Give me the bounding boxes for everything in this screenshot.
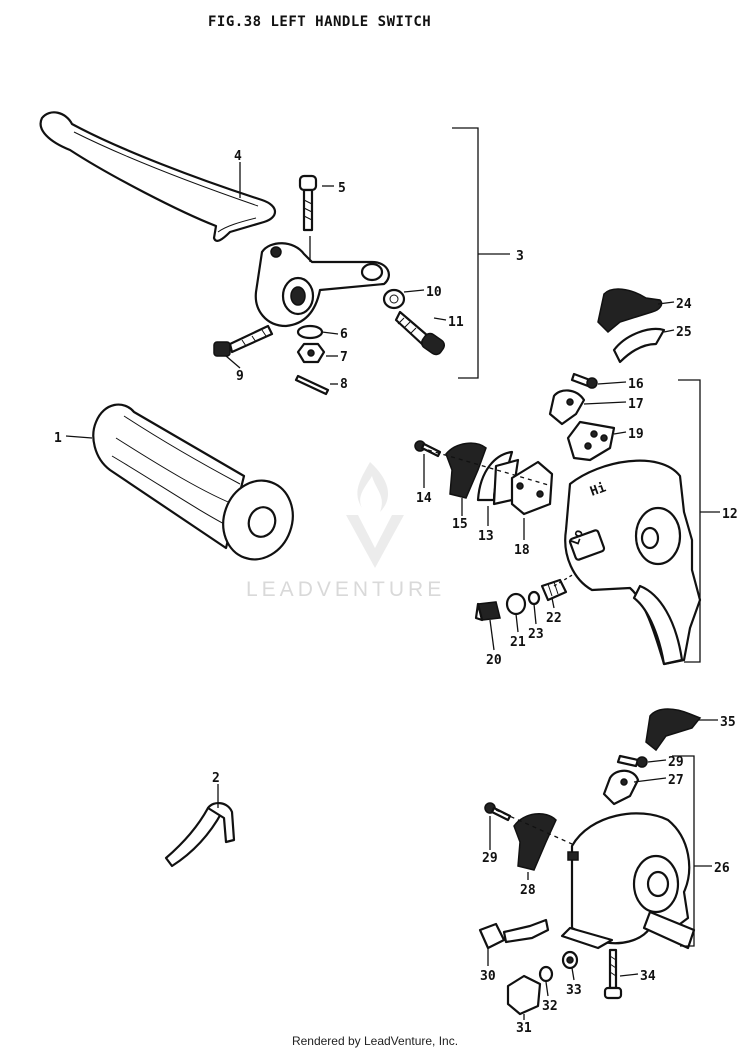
callout-34: 34 xyxy=(640,969,656,984)
part-12-switch-housing[interactable] xyxy=(564,459,702,666)
callout-5: 5 xyxy=(338,181,346,196)
callout-4: 4 xyxy=(234,149,242,164)
part-16-screw[interactable] xyxy=(570,372,598,389)
part-8-cotter-pin[interactable] xyxy=(294,374,330,396)
part-3-lever-holder[interactable] xyxy=(254,242,390,328)
assembly-axis-26 xyxy=(495,809,573,845)
callout-20: 20 xyxy=(486,653,502,668)
callout-17: 17 xyxy=(628,397,644,412)
part-20-button-cap[interactable] xyxy=(474,601,501,622)
callout-23: 23 xyxy=(528,627,544,642)
callout-9: 9 xyxy=(236,369,244,384)
callout-35: 35 xyxy=(720,715,736,730)
watermark-text: LEADVENTURE xyxy=(246,578,445,601)
part-5-bolt[interactable] xyxy=(298,174,318,232)
switch-hi-marking: Hi xyxy=(588,480,608,500)
part-26-switch-housing[interactable] xyxy=(560,812,696,950)
callout-21: 21 xyxy=(510,635,526,650)
callout-26: 26 xyxy=(714,861,730,876)
part-23-spring[interactable] xyxy=(527,590,541,606)
callout-19: 19 xyxy=(628,427,644,442)
part-24-knob[interactable] xyxy=(597,288,663,334)
callout-11: 11 xyxy=(448,315,464,330)
part-19-contact-plate[interactable] xyxy=(566,420,616,462)
part-32-button[interactable] xyxy=(538,965,554,983)
leader-lines xyxy=(65,162,718,1020)
part-7-nut[interactable] xyxy=(296,342,326,364)
callout-3: 3 xyxy=(516,249,524,264)
callout-22: 22 xyxy=(546,611,562,626)
part-18-contact-base[interactable] xyxy=(510,460,554,516)
callout-30: 30 xyxy=(480,969,496,984)
callout-28: 28 xyxy=(520,883,536,898)
part-22-spring[interactable] xyxy=(540,578,568,602)
part-29-screw-top[interactable] xyxy=(616,754,648,768)
callout-33: 33 xyxy=(566,983,582,998)
callout-10: 10 xyxy=(426,285,442,300)
watermark-logo xyxy=(346,462,404,568)
part-4-clutch-lever[interactable] xyxy=(39,111,277,242)
part-10-washer[interactable] xyxy=(382,288,406,310)
part-14-screw[interactable] xyxy=(414,440,442,458)
part-11-pivot-bolt[interactable] xyxy=(394,310,447,357)
callout-12: 12 xyxy=(722,507,738,522)
part-1-handlebar-grip[interactable] xyxy=(92,403,303,570)
callout-31: 31 xyxy=(516,1021,532,1036)
bracket-26 xyxy=(672,755,695,947)
callout-2: 2 xyxy=(212,771,220,786)
part-2-wire-band[interactable] xyxy=(164,802,236,868)
part-35-knob[interactable] xyxy=(645,708,702,752)
callout-14: 14 xyxy=(416,491,432,506)
footer-credit: Rendered by LeadVenture, Inc. xyxy=(291,1034,459,1048)
callout-1: 1 xyxy=(54,431,62,446)
part-17-knob[interactable] xyxy=(548,389,586,426)
part-30-switch-contact[interactable] xyxy=(478,918,550,950)
part-27-knob[interactable] xyxy=(602,769,640,806)
part-34-bolt[interactable] xyxy=(603,948,623,1000)
callout-24: 24 xyxy=(676,297,692,312)
callout-7: 7 xyxy=(340,350,348,365)
part-25-plate[interactable] xyxy=(612,327,666,364)
callout-15: 15 xyxy=(452,517,468,532)
part-31-button-cap[interactable] xyxy=(506,974,542,1016)
part-9-bolt[interactable] xyxy=(213,324,274,357)
callout-32: 32 xyxy=(542,999,558,1014)
callout-25: 25 xyxy=(676,325,692,340)
bracket-12 xyxy=(678,379,701,663)
callout-27: 27 xyxy=(668,773,684,788)
part-33-spring[interactable] xyxy=(561,950,579,970)
part-28-knob[interactable] xyxy=(513,813,557,871)
part-21-button[interactable] xyxy=(505,592,527,616)
callout-29-top: 29 xyxy=(668,755,684,770)
figure-title: FIG.38 LEFT HANDLE SWITCH xyxy=(208,14,432,30)
callout-6: 6 xyxy=(340,327,348,342)
part-29-screw-left[interactable] xyxy=(484,802,512,822)
switch-lo-marking: Lo xyxy=(568,527,588,547)
callout-29-left: 29 xyxy=(482,851,498,866)
callout-13: 13 xyxy=(478,529,494,544)
assembly-axis-22 xyxy=(553,573,575,587)
callout-8: 8 xyxy=(340,377,348,392)
callout-18: 18 xyxy=(514,543,530,558)
bracket-3 xyxy=(452,127,479,379)
assembly-axis-12 xyxy=(427,449,553,487)
part-15-switch-knob[interactable] xyxy=(445,442,487,499)
part-6-washer[interactable] xyxy=(296,324,324,340)
callout-16: 16 xyxy=(628,377,644,392)
